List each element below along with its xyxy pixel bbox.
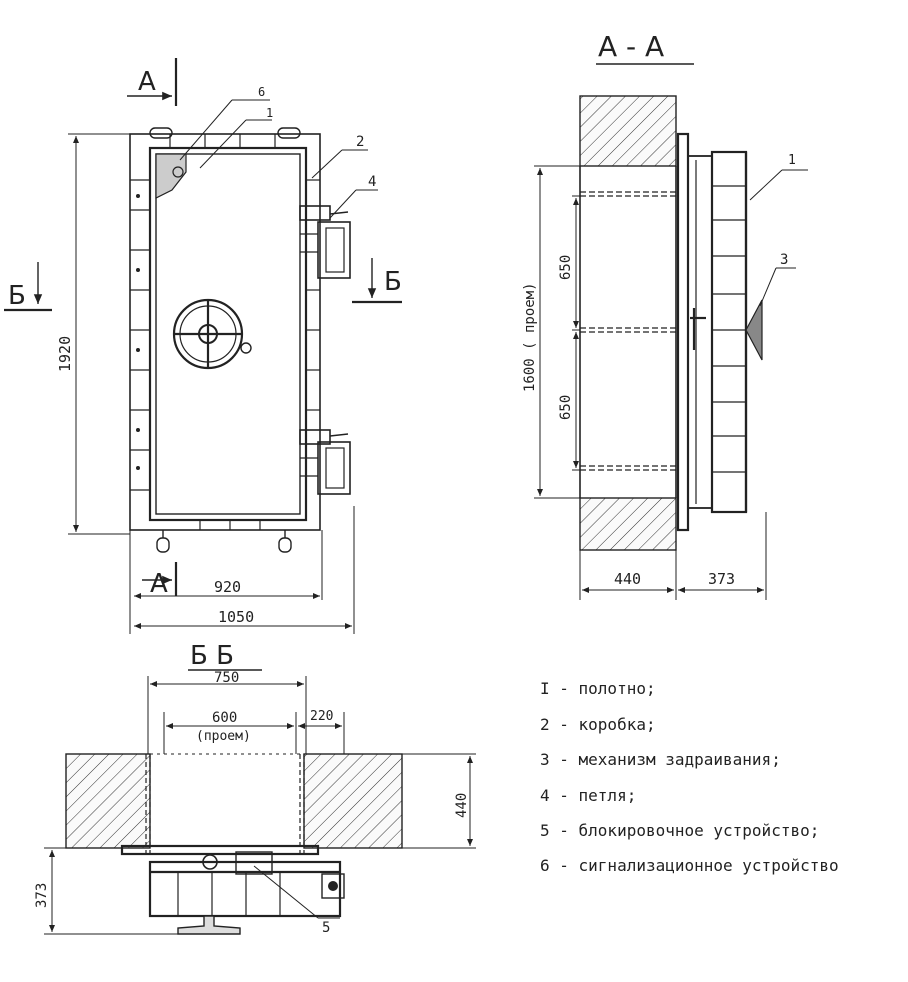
legend-item-1: I - полотно; xyxy=(540,679,656,698)
bb-hinge xyxy=(321,873,345,899)
bb-dim-right xyxy=(402,753,476,849)
dim-920: 920 xyxy=(214,578,241,596)
dim-373-aa: 373 xyxy=(708,570,735,588)
signal-device-knob xyxy=(172,166,184,178)
bb-leader-5 xyxy=(253,865,319,919)
bottom-lugs xyxy=(156,530,292,553)
dim-440-aa: 440 xyxy=(614,570,641,588)
door-frame-inner xyxy=(148,146,308,522)
handwheel xyxy=(172,298,252,370)
wall-lower-hatch xyxy=(579,497,677,551)
aa-dim-horizontal xyxy=(579,512,767,600)
bb-frame-plate xyxy=(120,844,320,856)
bb-wall-right xyxy=(303,753,403,849)
section-bb: Б Б 5 xyxy=(34,641,476,936)
dim-height xyxy=(68,133,130,535)
bb-dim-top xyxy=(147,676,345,754)
signal-device xyxy=(155,153,187,199)
legend-item-3: 3 - механизм задраивания; xyxy=(540,750,781,769)
aa-dim-vertical xyxy=(534,165,580,499)
bb-dim-left xyxy=(44,847,178,935)
hinge-upper xyxy=(299,205,351,279)
bb-door-leaf xyxy=(148,860,342,918)
bb-handwheel xyxy=(177,915,241,935)
dim-600: 600 xyxy=(212,710,237,726)
aa-door-leaf xyxy=(710,150,748,514)
section-aa: А - А xyxy=(522,30,808,600)
callout-1-aa: 1 xyxy=(788,153,796,168)
aa-leaf-ribs xyxy=(712,185,746,473)
section-mark-b-right: Б xyxy=(384,267,402,297)
callout-6-front: 6 xyxy=(258,85,265,99)
section-bb-title: Б Б xyxy=(190,641,234,671)
bb-anchor-bolts xyxy=(145,754,305,854)
legend-item-2: 2 - коробка; xyxy=(540,715,656,734)
aa-frame-flange xyxy=(676,132,690,532)
dim-1050: 1050 xyxy=(218,608,254,626)
aa-leaders xyxy=(749,169,808,307)
top-lugs xyxy=(149,127,301,139)
legend-item-4: 4 - петля; xyxy=(540,786,636,805)
dim-440-bb: 440 xyxy=(454,793,470,818)
callout-2-front: 2 xyxy=(356,134,364,150)
dim-650-upper: 650 xyxy=(558,255,574,280)
dim-1920: 1920 xyxy=(56,336,74,372)
door-frame-outer xyxy=(129,133,321,531)
frame-bolts xyxy=(136,194,140,470)
legend: I - полотно; 2 - коробка; 3 - механизм з… xyxy=(540,679,839,875)
bb-wall-left xyxy=(65,753,151,849)
section-mark-b-left: Б xyxy=(8,281,26,311)
dim-373-bb: 373 xyxy=(34,883,50,908)
anchor-bolts xyxy=(580,191,676,471)
aa-handwheel xyxy=(745,299,763,361)
dim-220: 220 xyxy=(310,709,333,724)
bb-hinge-pin xyxy=(328,881,338,891)
dim-1600-opening: 1600 ( проем) xyxy=(522,282,538,392)
callout-1-front: 1 xyxy=(266,106,273,120)
callout-3-aa: 3 xyxy=(780,252,788,268)
aa-frame-box xyxy=(687,155,713,509)
section-mark-a-top: А xyxy=(138,67,156,97)
wall-upper-hatch xyxy=(579,95,677,167)
frame-ribs xyxy=(130,134,320,530)
hinge-lower xyxy=(299,429,351,495)
dim-widths xyxy=(129,506,355,634)
legend-item-6: 6 - сигнализационное устройство xyxy=(540,856,839,875)
door-leaf xyxy=(155,153,301,515)
legend-item-5: 5 - блокировочное устройство; xyxy=(540,821,819,840)
dim-650-lower: 650 xyxy=(558,395,574,420)
section-mark-a-bottom: А xyxy=(150,569,168,599)
section-aa-title: А - А xyxy=(598,30,664,63)
dim-600-note: (проем) xyxy=(196,729,251,744)
front-leaders xyxy=(179,99,378,219)
bb-blocking-device xyxy=(235,851,273,875)
callout-4-front: 4 xyxy=(368,174,376,190)
dim-750: 750 xyxy=(214,670,239,686)
callout-5-bb: 5 xyxy=(322,920,330,936)
bb-mechanism-hub xyxy=(202,854,218,870)
bb-leaf-ribs xyxy=(177,872,281,916)
front-view: А А Б Б xyxy=(4,58,402,634)
